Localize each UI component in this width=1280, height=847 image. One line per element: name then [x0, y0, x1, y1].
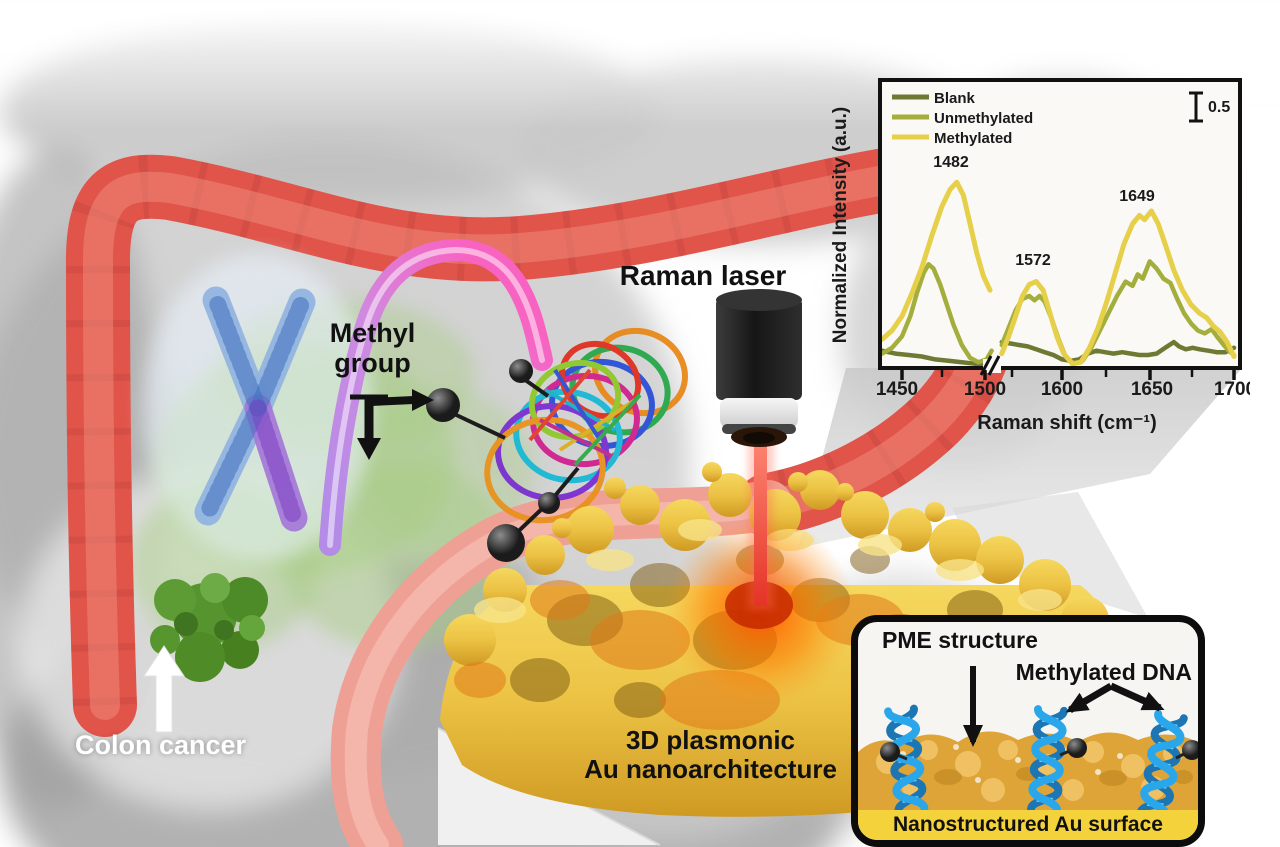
scale-bar: 0.5	[1189, 91, 1230, 123]
colon-illustration	[65, 146, 1018, 737]
raman-laser-label: Raman laser	[598, 260, 808, 291]
peak-label-1482: 1482	[933, 154, 969, 171]
pme-inset: PME structure Methylated DNA Nanostructu…	[851, 615, 1205, 847]
methyl-group-line2: group	[334, 348, 411, 379]
methylated-dna-arrows	[1065, 682, 1165, 714]
peak-label-1572: 1572	[1015, 252, 1051, 269]
legend-label-methylated: Methylated	[934, 130, 1012, 147]
legend-label-unmethylated: Unmethylated	[934, 110, 1033, 127]
colon-cancer-arrow	[143, 645, 185, 733]
tick-1700: 1700	[1214, 379, 1250, 400]
spectrum-line-methylated	[999, 208, 1237, 366]
axis-break	[979, 355, 1001, 376]
scale-bar-value: 0.5	[1208, 99, 1230, 116]
y-axis-label: Normalized Intensity (a.u.)	[830, 107, 851, 343]
au-surface-band: Nanostructured Au surface	[858, 810, 1198, 840]
tick-1450: 1450	[876, 379, 918, 400]
methyl-group-line1: Methyl	[329, 318, 416, 348]
x-tick-labels: 1450 1500 1600 1650 1700	[876, 379, 1250, 400]
spectrum-line-blank	[999, 339, 1237, 364]
plot-frame	[878, 78, 1242, 370]
peak-labels: 1482 1572 1649	[933, 154, 1155, 269]
legend-label-blank: Blank	[934, 90, 976, 107]
dna-helix-illustration	[484, 327, 688, 524]
colon-cancer-text: Colon cancer	[74, 730, 247, 760]
methyl-group-arrows	[350, 389, 434, 460]
peak-label-1649: 1649	[1119, 188, 1155, 205]
methyl-group-label: Methyl group	[305, 318, 440, 378]
spectrum-line-unmethylated	[882, 262, 994, 365]
methyl-spheres	[426, 359, 580, 562]
tick-1650: 1650	[1131, 379, 1173, 400]
callout-wedge-to-inset	[952, 492, 1148, 618]
spectra-curves	[882, 179, 1237, 366]
spectrum-line-blank	[882, 348, 994, 366]
pme-structure-label: PME structure	[882, 627, 1038, 653]
au-surface-label: Nanostructured Au surface	[893, 813, 1163, 836]
spectrum-line-unmethylated	[999, 259, 1237, 366]
colon-cancer-label: Colon cancer	[58, 730, 263, 760]
tick-1500: 1500	[964, 379, 1006, 400]
laser-beam	[748, 428, 774, 610]
raman-laser-text: Raman laser	[619, 260, 787, 291]
x-axis-label: Raman shift (cm⁻¹)	[977, 412, 1156, 434]
nano-line1: 3D plasmonic	[625, 725, 796, 755]
tick-1600: 1600	[1041, 379, 1083, 400]
methylated-dna-label: Methylated DNA	[1015, 659, 1192, 685]
chart-legend: Blank Unmethylated Methylated	[892, 90, 1033, 147]
nanoarchitecture-label: 3D plasmonic Au nanoarchitecture	[553, 725, 868, 785]
raman-objective	[716, 289, 802, 447]
tumor-illustration	[150, 573, 268, 682]
nano-line2: Au nanoarchitecture	[584, 754, 837, 785]
endoscope-tube	[319, 238, 553, 556]
spectrum-line-methylated	[882, 179, 993, 342]
chromosome-illustration	[143, 253, 373, 563]
x-ticks	[900, 370, 1236, 380]
raman-spectra-chart: 1450 1500 1600 1650 1700 Raman shift (cm…	[830, 55, 1250, 440]
inset-methyl-spheres	[880, 738, 1198, 762]
